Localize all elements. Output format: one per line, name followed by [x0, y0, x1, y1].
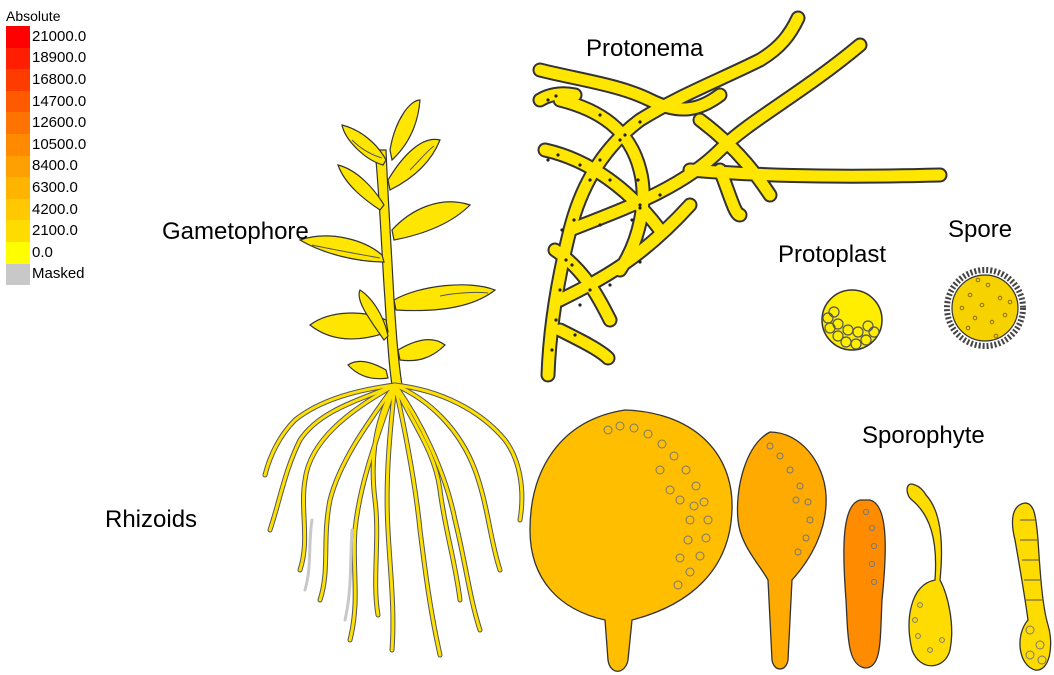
gametophore-leaf [348, 361, 388, 378]
protoplast-shape [822, 290, 882, 350]
gametophore-leaf [300, 236, 384, 262]
gametophore-leaf [398, 340, 445, 361]
sporophyte-label: Sporophyte [862, 422, 985, 449]
protoplast-label: Protoplast [778, 241, 886, 268]
sporophyte-stage-3 [844, 500, 885, 668]
sporophyte-stage-5 [1012, 503, 1050, 670]
sporophyte-shapes [530, 410, 1051, 671]
gametophore-leaf [392, 202, 470, 240]
sporophyte-stage-2 [737, 432, 826, 669]
spore-shape [947, 270, 1023, 346]
rhizoids-shape [265, 385, 522, 655]
protonema-label: Protonema [586, 35, 704, 62]
gametophore-leaf [342, 125, 386, 165]
spore-label: Spore [948, 216, 1012, 243]
rhizoids-label: Rhizoids [105, 506, 197, 533]
gametophore-leaf [394, 285, 495, 311]
sporophyte-stage-1 [530, 410, 732, 671]
sporophyte-stage-4 [907, 484, 952, 666]
gametophore-shape [300, 100, 495, 385]
gametophore-label: Gametophore [162, 218, 309, 245]
